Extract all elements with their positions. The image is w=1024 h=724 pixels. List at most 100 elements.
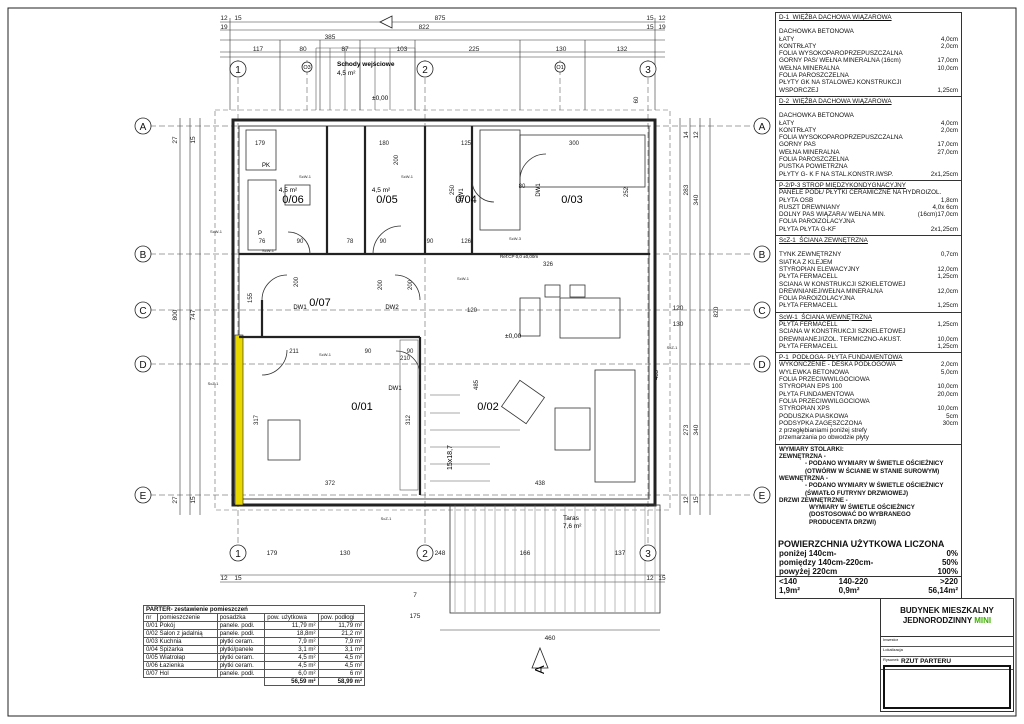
legend-thickness: 2,0cm [940,361,958,369]
rooms-total-floor: 58,99 m² [317,677,366,686]
room-cell: 4,5 m² [317,661,366,670]
dim-top: 12 [658,15,666,22]
wall-tag: ScW-3 [509,236,522,241]
legend-layer: STYROPIAN XPS [779,405,830,413]
legend-layer: PŁYTA FERMACELL [779,273,838,281]
legend-spacer [779,244,958,251]
dim-terrace-total: 460 [545,635,556,642]
room-cell: 4,5 m² [264,653,319,662]
legend-row: FOLIA WYSOKOPAROPRZEPUSZCZALNA [779,50,958,57]
dim-top: 80 [299,46,307,53]
legend-row: DOLNY PAS WIĄZARA/ WEŁNA MIN.(16cm)17,0c… [779,211,958,218]
legend-row: FOLIA PAROIZOLACYJNA [779,218,958,225]
dim-right: 120 [673,305,684,312]
legend-layer: PŁYTA FUNDAMENTOWA [779,390,855,398]
legend-thickness: 2,0cm [940,42,958,50]
inner-dim: 126 [461,239,472,245]
room-cell: 0/02 Salon z jadalnią [143,629,218,638]
wall-tag: ScW-1 [262,248,275,253]
rooms-header-cell: pomieszczenie [156,613,218,622]
legend-layer: GÓRNY PAS/ WEŁNA MINERALNA (16cm) [779,57,901,65]
dim-left: 15 [190,496,197,504]
legend-row: FOLIA PRZECIWWILGOCIOWA [779,398,958,405]
axis-label-2-bottom: 2 [422,549,428,560]
boiler-label: PK [262,163,270,169]
axis-label-o3: O3 [303,65,310,71]
inner-dim: 372 [325,481,336,487]
dim-right: 12 [683,496,690,504]
inner-dim: 438 [535,481,546,487]
wall-tag: ScW-1 [299,174,312,179]
inner-dim: 76 [259,239,266,245]
legend-row: FOLIA PAROSZCZELNA [779,156,958,163]
investor-row: Inwestor [881,637,1013,647]
dim-bottom: 248 [435,550,446,557]
dim-top: 117 [253,46,264,53]
inner-dim: 60 [634,96,640,103]
legend-layer: PŁYTA FERMACELL [779,320,838,328]
window-dims-title: WYMIARY STOLARKI: [779,445,844,453]
room-id-0-07: 0/07 [309,297,330,309]
room-area-0-05: 4,5 m² [372,187,391,194]
room-cell: 7,9 m² [317,637,366,646]
window-dims-line: PRODUCENTA DRZWI) [809,518,877,526]
dim-right: 130 [673,321,684,328]
inner-dim: 90 [427,239,434,245]
room-cell: 6 m² [317,669,366,678]
legend-layer: FOLIA PRZECIWWILGOCIOWA [779,376,870,384]
inner-dim: 180 [379,141,390,147]
legend-layer: GÓRNY PAS [779,141,816,149]
window-dims-note: WYMIARY STOLARKI:ZEWNĘTRZNA -- PODANO WY… [776,445,961,528]
legend-layer: DACHÓWKA BETONOWA [779,28,854,36]
rooms-header-cell: pow. użytkowa [264,613,319,622]
level-mark-entry: ±0,00 [372,95,389,102]
room-cell: 11,79 m² [264,621,319,630]
dim-left: 27 [172,496,179,504]
inner-dim: 210 [400,356,411,362]
door-tag: DW1 [293,305,307,311]
legend-thickness: 0,7cm [940,251,958,259]
legend-row: ŚCIANA W KONSTRUKCJI SZKIELETOWEJ [779,328,958,335]
legend-thickness: 4,0cm [940,35,958,43]
axis-label-d-right: D [758,360,765,371]
room-cell: 7,9 m² [264,637,319,646]
legend-thickness: 1,8cm [940,196,958,204]
dim-top: 132 [617,46,628,53]
legend-layer: DOLNY PAS WIĄZARA/ WEŁNA MIN. [779,211,886,219]
legend-layer: WYLEWKA BETONOWA [779,368,849,376]
location-row: Lokalizacja [881,647,1013,657]
room-cell: 4,5 m² [317,653,366,662]
dim-right: 15 [693,496,700,504]
room-cell: 3,1 m² [317,645,366,654]
window-dims-line: (OTWÓRW W ŚCIANIE W STANIE SUROWYM) [805,467,940,475]
level-mark-main: ±0,00 [505,333,522,340]
wall-tag: ScZ-1 [667,345,678,350]
wall-tag: ScW-1 [319,352,332,357]
legend-row: FOLIA WYSOKOPAROPRZEPUSZCZALNA [779,134,958,141]
legend-section-title: ScZ-1_ŚCIANA ZEWNĘTRZNA [779,237,868,245]
axis-label-1-bottom: 1 [235,549,241,560]
legend-layer: ŁATY [779,119,795,127]
room-cell: 4,5 m² [264,661,319,670]
legend-layer: ŚCIANA W KONSTRUKCJI SZKIELETOWEJ [779,328,906,336]
stamp-box [883,665,1011,709]
inner-dim: 78 [347,239,354,245]
